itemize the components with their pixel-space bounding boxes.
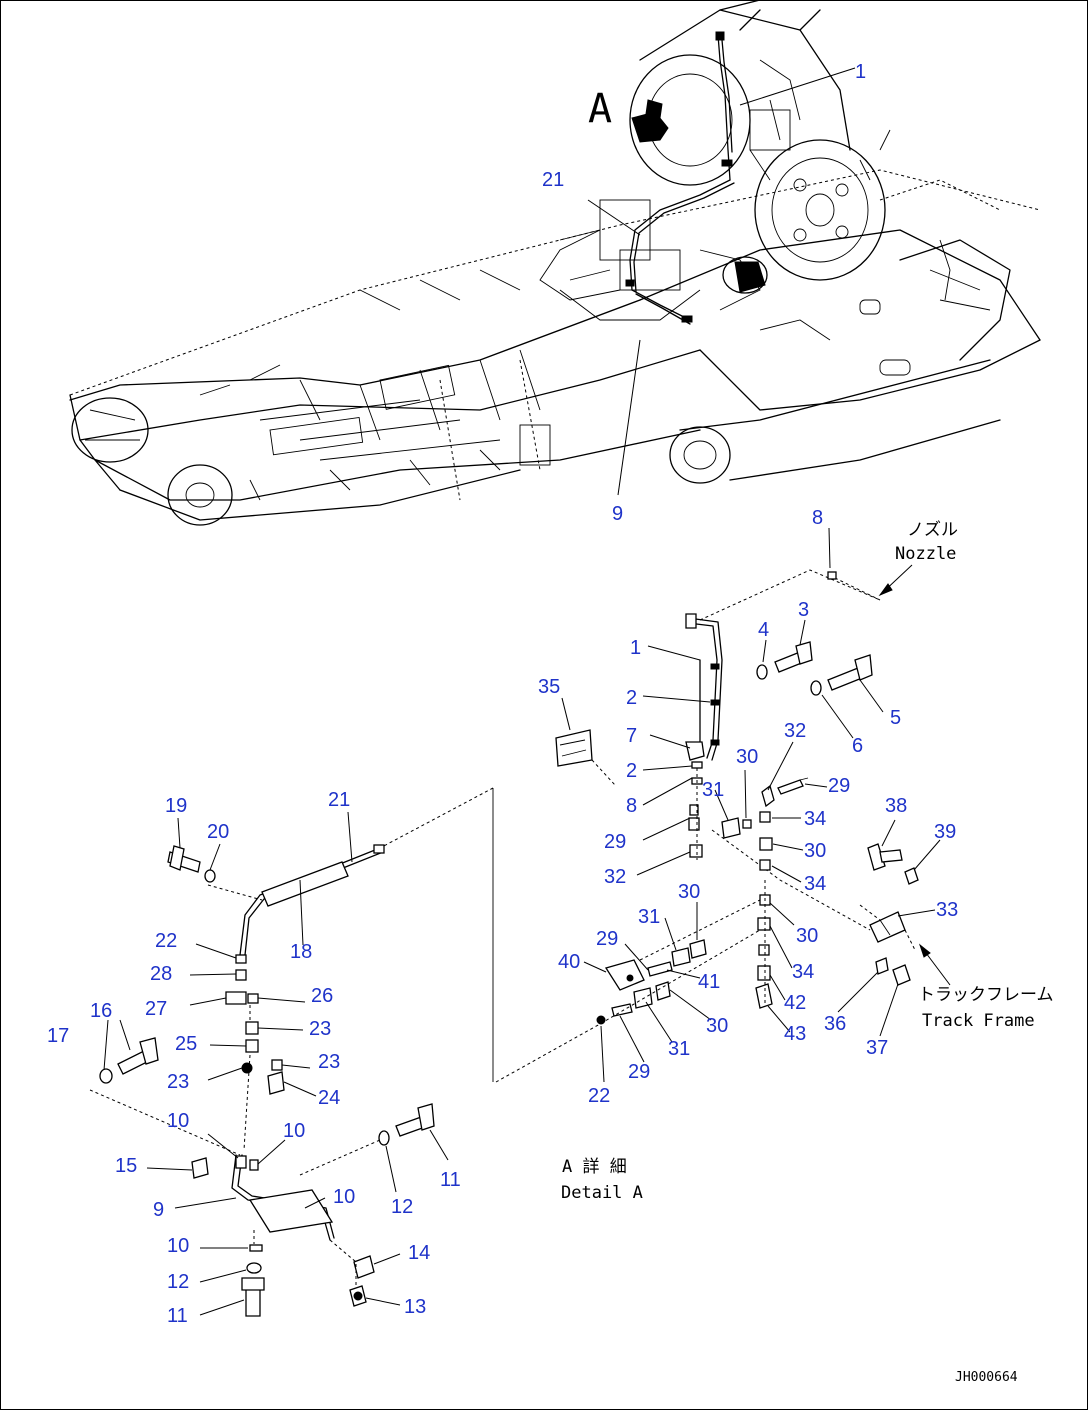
overview-leaders [587, 67, 856, 496]
callout-8: 8 [626, 795, 637, 817]
callout-9: 9 [612, 503, 623, 525]
callout-36: 36 [824, 1013, 846, 1035]
nozzle-label-jp: ノズル [907, 520, 958, 540]
callout-31: 31 [638, 906, 660, 928]
callout-11: 11 [167, 1305, 188, 1327]
callout-39: 39 [934, 821, 956, 843]
callout-23: 23 [318, 1051, 340, 1073]
callout-26: 26 [311, 985, 333, 1007]
lower-left-parts [89, 844, 435, 1317]
callout-5: 5 [890, 707, 901, 729]
callout-1: 1 [630, 637, 641, 659]
callout-30: 30 [736, 746, 758, 768]
callout-31: 31 [668, 1038, 690, 1060]
callout-42: 42 [784, 992, 806, 1014]
detail-a-title-en: Detail A [561, 1183, 643, 1203]
callout-30: 30 [706, 1015, 728, 1037]
detail-a-parts [495, 564, 951, 1083]
callout-29: 29 [828, 775, 850, 797]
callout-12: 12 [391, 1196, 413, 1218]
callout-25: 25 [175, 1033, 197, 1055]
callout-11: 11 [440, 1169, 461, 1191]
callout-24: 24 [318, 1087, 340, 1109]
callout-31: 31 [702, 779, 724, 801]
callout-32: 32 [784, 720, 806, 742]
callout-15: 15 [115, 1155, 137, 1177]
callout-22: 22 [588, 1085, 610, 1107]
callout-27: 27 [145, 998, 167, 1020]
callout-10: 10 [333, 1186, 355, 1208]
callout-34: 34 [804, 873, 826, 895]
callout-33: 33 [936, 899, 958, 921]
callout-22: 22 [155, 930, 177, 952]
callout-3: 3 [798, 599, 809, 621]
callout-30: 30 [804, 840, 826, 862]
callout-37: 37 [866, 1037, 888, 1059]
callout-40: 40 [558, 951, 580, 973]
callout-28: 28 [150, 963, 172, 985]
callout-21: 21 [328, 789, 350, 811]
callout-34: 34 [792, 961, 814, 983]
callout-34: 34 [804, 808, 826, 830]
callout-21: 21 [542, 169, 564, 191]
track-frame-label-jp: トラックフレーム [918, 985, 1054, 1005]
callout-12: 12 [167, 1271, 189, 1293]
callout-23: 23 [309, 1018, 331, 1040]
callout-20: 20 [207, 821, 229, 843]
callout-41: 41 [698, 971, 720, 993]
callout-8: 8 [812, 507, 823, 529]
view-letter-a: A [588, 86, 612, 132]
lower-left-leaders [103, 811, 449, 1316]
callout-30: 30 [796, 925, 818, 947]
machine-overview-illustration [69, 0, 1041, 526]
drawing-id: JH000664 [955, 1370, 1018, 1385]
callout-19: 19 [165, 795, 187, 817]
callout-4: 4 [758, 619, 769, 641]
callout-10: 10 [283, 1120, 305, 1142]
callout-23: 23 [167, 1071, 189, 1093]
callout-30: 30 [678, 881, 700, 903]
callout-18: 18 [290, 941, 312, 963]
callout-2: 2 [626, 760, 637, 782]
separator-dashed [379, 787, 494, 849]
callout-16: 16 [90, 1000, 112, 1022]
callout-1: 1 [855, 61, 866, 83]
detail-a-leaders [561, 527, 941, 1083]
callout-9: 9 [153, 1199, 164, 1221]
callout-29: 29 [628, 1061, 650, 1083]
callout-2: 2 [626, 687, 637, 709]
track-frame-label-en: Track Frame [922, 1011, 1035, 1031]
callout-43: 43 [784, 1023, 806, 1045]
callout-38: 38 [885, 795, 907, 817]
callout-35: 35 [538, 676, 560, 698]
callout-29: 29 [596, 928, 618, 950]
callout-6: 6 [852, 735, 863, 757]
callout-13: 13 [404, 1296, 426, 1318]
callout-10: 10 [167, 1235, 189, 1257]
detail-a-title-jp: A 詳 細 [562, 1157, 627, 1177]
callout-14: 14 [408, 1242, 430, 1264]
callout-7: 7 [626, 725, 637, 747]
callout-32: 32 [604, 866, 626, 888]
callout-10: 10 [167, 1110, 189, 1132]
nozzle-label-en: Nozzle [895, 544, 956, 564]
callout-29: 29 [604, 831, 626, 853]
callout-17: 17 [47, 1025, 69, 1047]
